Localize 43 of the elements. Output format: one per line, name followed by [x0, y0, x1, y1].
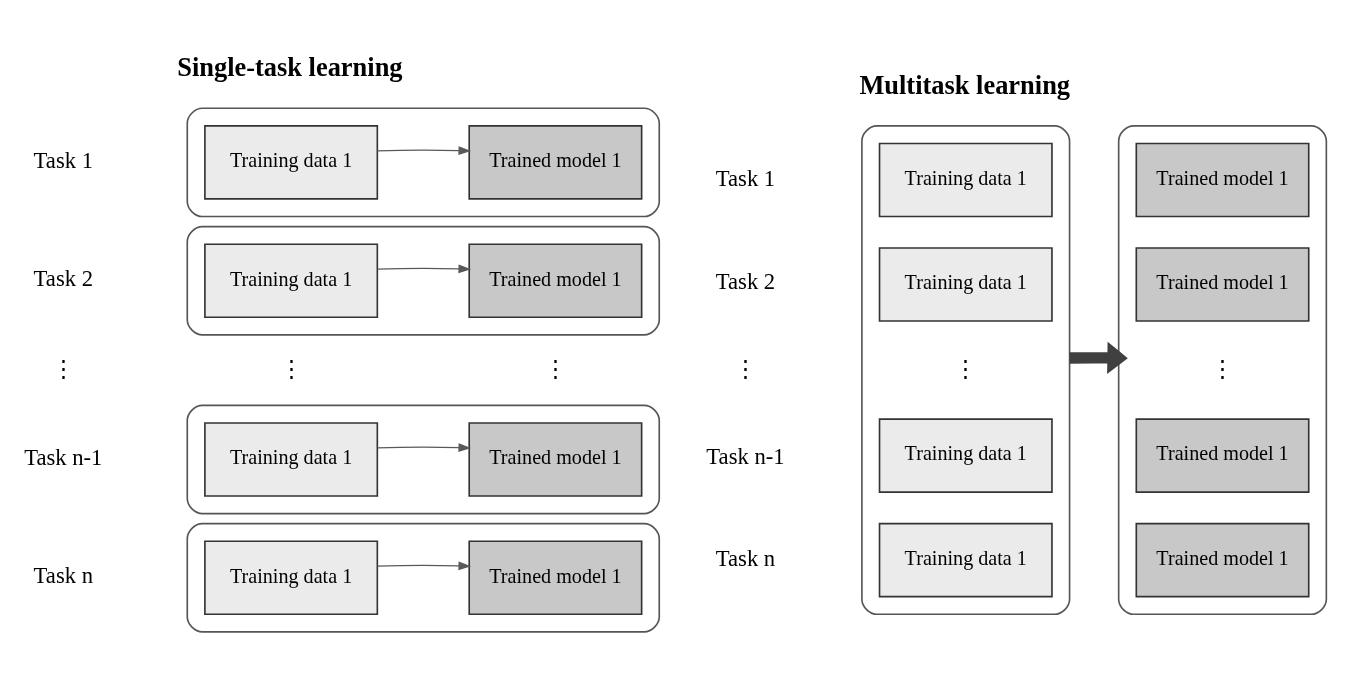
label: Single-task learning	[177, 51, 403, 82]
node-box: Trained model 1	[1135, 247, 1310, 322]
arrow	[1069, 341, 1128, 374]
label: Task n-1	[706, 443, 785, 469]
cluster	[186, 404, 661, 515]
node-box: Trained model 1	[468, 243, 643, 319]
cluster	[1117, 125, 1328, 616]
node-box: Training data 1	[204, 422, 379, 497]
node-box: Training data 1	[878, 142, 1053, 218]
label: Task 2	[33, 266, 94, 292]
node-box: Training data 1	[204, 125, 379, 200]
label: Task n	[715, 545, 776, 571]
label: Task 2	[715, 268, 776, 294]
node-box: Trained model 1	[1135, 142, 1310, 218]
arrow	[376, 443, 472, 452]
cluster	[861, 125, 1071, 616]
arrow	[376, 561, 472, 571]
node-box: Training data 1	[204, 540, 379, 616]
label: Task 1	[33, 147, 94, 173]
label: ⋮	[543, 355, 567, 381]
node-box: Trained model 1	[1135, 522, 1310, 598]
node-box: Trained model 1	[468, 540, 643, 616]
label: ⋮	[954, 355, 978, 381]
node-box: Trained model 1	[1135, 418, 1310, 493]
arrow	[376, 264, 472, 274]
node-box: Trained model 1	[468, 125, 643, 200]
label: ⋮	[733, 355, 757, 381]
node-box: Training data 1	[878, 418, 1053, 493]
node-box: Training data 1	[204, 243, 379, 319]
node-box: Trained model 1	[468, 422, 643, 497]
arrow	[376, 146, 472, 155]
label: ⋮	[51, 355, 75, 381]
cluster	[186, 225, 661, 336]
cluster	[186, 522, 661, 633]
label: ⋮	[1211, 355, 1235, 381]
label: Task 1	[715, 165, 776, 191]
node-box: Training data 1	[878, 247, 1053, 322]
node-box: Training data 1	[878, 522, 1053, 598]
label: ⋮	[279, 355, 303, 381]
cluster	[186, 107, 661, 218]
label: Multitask learning	[859, 69, 1071, 100]
label: Task n	[33, 563, 94, 589]
label: Task n-1	[24, 445, 103, 470]
